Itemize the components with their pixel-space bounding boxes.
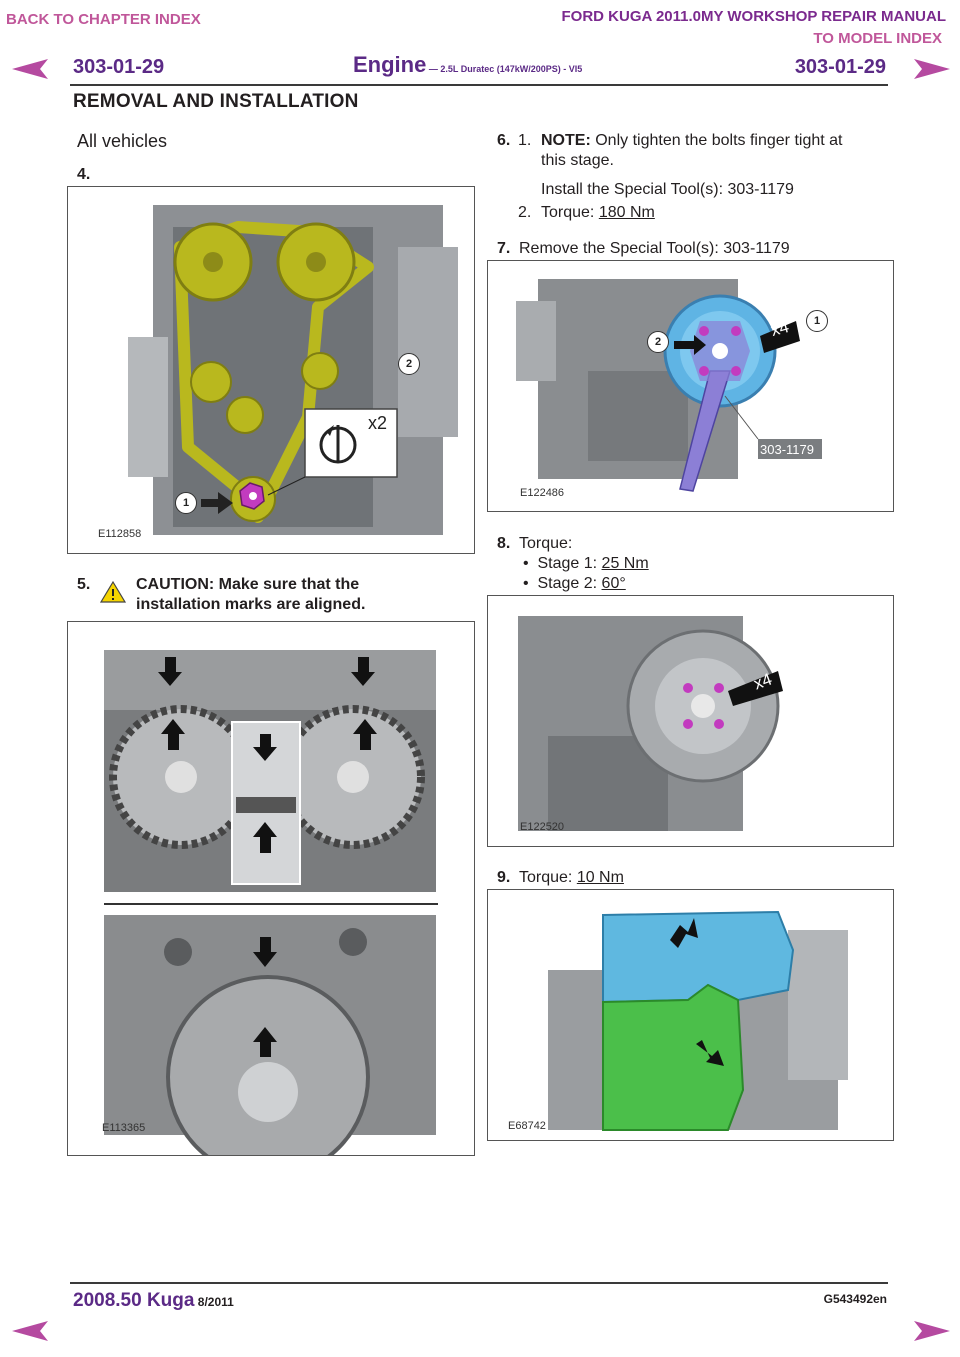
fig3-code: E122486: [520, 487, 565, 499]
step-8-stage-1: • Stage 1: 25 Nm: [523, 555, 649, 573]
timing-marks-photo-illustration: [104, 650, 438, 1155]
fig3-callout-1: 1: [806, 310, 828, 332]
step-9-value-link[interactable]: 10 Nm: [576, 869, 624, 886]
step-9-torque: Torque: 10 Nm: [519, 869, 624, 887]
fig1-callout-2: 2: [398, 353, 420, 375]
previous-page-arrow-icon[interactable]: [10, 58, 50, 80]
step-8-stage-2: • Stage 2: 60°: [523, 575, 626, 593]
fig1-code: E112858: [98, 528, 142, 540]
footer-code: G543492en: [823, 1292, 887, 1306]
footer-previous-page-arrow-icon[interactable]: [10, 1320, 50, 1342]
engine-timing-belt-illustration: [128, 205, 458, 535]
footer-date: 8/2011: [194, 1295, 234, 1309]
next-page-arrow-icon[interactable]: [912, 58, 952, 80]
note-label: NOTE:: [541, 132, 591, 149]
step-4-number: 4.: [77, 166, 91, 183]
page-title-text: Engine: [353, 52, 427, 77]
torque-value-link[interactable]: 180 Nm: [598, 204, 655, 221]
step-7-text: Remove the Special Tool(s): 303-1179: [519, 240, 790, 257]
step-6-sub-1-number: 1.: [518, 132, 532, 149]
section-heading: REMOVAL AND INSTALLATION: [73, 91, 359, 112]
stage-2-value-link[interactable]: 60°: [601, 575, 626, 592]
fig3-tool-label: 303-1179: [760, 442, 814, 457]
manual-title: FORD KUGA 2011.0MY WORKSHOP REPAIR MANUA…: [561, 8, 947, 25]
fig4-code: E122520: [520, 821, 565, 833]
step-9-number: 9.: [497, 869, 511, 886]
step-6-sub-2-number: 2.: [518, 204, 532, 221]
stage-1-value-link[interactable]: 25 Nm: [601, 555, 649, 572]
step-6-note-line-2: this stage.: [541, 152, 614, 169]
bullet: •: [523, 575, 538, 592]
step-7-number: 7.: [497, 240, 511, 257]
step-8-number: 8.: [497, 535, 511, 552]
footer-next-page-arrow-icon[interactable]: [912, 1320, 952, 1342]
step-6-torque: Torque: 180 Nm: [541, 204, 655, 222]
note-text: Only tighten the bolts finger tight at: [590, 132, 843, 149]
stage-2-label: Stage 2:: [537, 575, 602, 592]
step-5-caution-line-1: CAUTION: Make sure that the: [136, 576, 360, 593]
fig1-callout-1: 1: [175, 492, 197, 514]
step-5-caution-line-2: installation marks are aligned.: [136, 596, 366, 613]
fig5-code: E68742: [508, 1120, 546, 1132]
page-number-right: 303-01-29: [794, 56, 886, 78]
torque-label: Torque:: [541, 204, 599, 221]
special-tool-crank-illustration: [516, 279, 822, 492]
all-vehicles-label: All vehicles: [77, 131, 168, 151]
page-number-left: 303-01-29: [73, 56, 165, 78]
step-8-text: Torque:: [519, 535, 573, 552]
crank-pulley-bolts-illustration: [518, 616, 783, 831]
figure-e122486: x4 1 2 303-1179 E122486: [487, 260, 894, 512]
back-to-chapter-index-link[interactable]: BACK TO CHAPTER INDEX: [6, 11, 201, 28]
figure-e122520: x4 E122520: [487, 595, 894, 847]
step-5-number: 5.: [77, 576, 91, 593]
caution-warning-icon: [99, 580, 127, 603]
header-rule: [70, 84, 888, 86]
step-6-number: 6.: [497, 132, 511, 149]
fig2-code: E113365: [102, 1122, 146, 1134]
fig1-x2-label: x2: [368, 413, 388, 433]
fig3-callout-2: 2: [647, 331, 669, 353]
step-9-label: Torque:: [519, 869, 577, 886]
figure-e68742: E68742: [487, 889, 894, 1141]
figure-e112858: x2 1 2 E112858: [67, 186, 475, 554]
bullet: •: [523, 555, 538, 572]
footer-model: 2008.50 Kuga 8/2011: [73, 1290, 234, 1312]
step-6-install-text: Install the Special Tool(s): 303-1179: [541, 181, 794, 198]
page-title: Engine — 2.5L Duratec (147kW/200PS) - VI…: [353, 52, 582, 78]
to-model-index-link[interactable]: TO MODEL INDEX: [813, 30, 942, 47]
timing-cover-illustration: [548, 910, 848, 1131]
page-subtitle: — 2.5L Duratec (147kW/200PS) - VI5: [426, 64, 583, 74]
step-6-note: NOTE: Only tighten the bolts finger tigh…: [541, 132, 842, 150]
figure-e113365: E113365: [67, 621, 475, 1156]
footer-model-text: 2008.50 Kuga: [73, 1290, 195, 1311]
stage-1-label: Stage 1:: [537, 555, 602, 572]
footer-rule: [70, 1282, 888, 1284]
